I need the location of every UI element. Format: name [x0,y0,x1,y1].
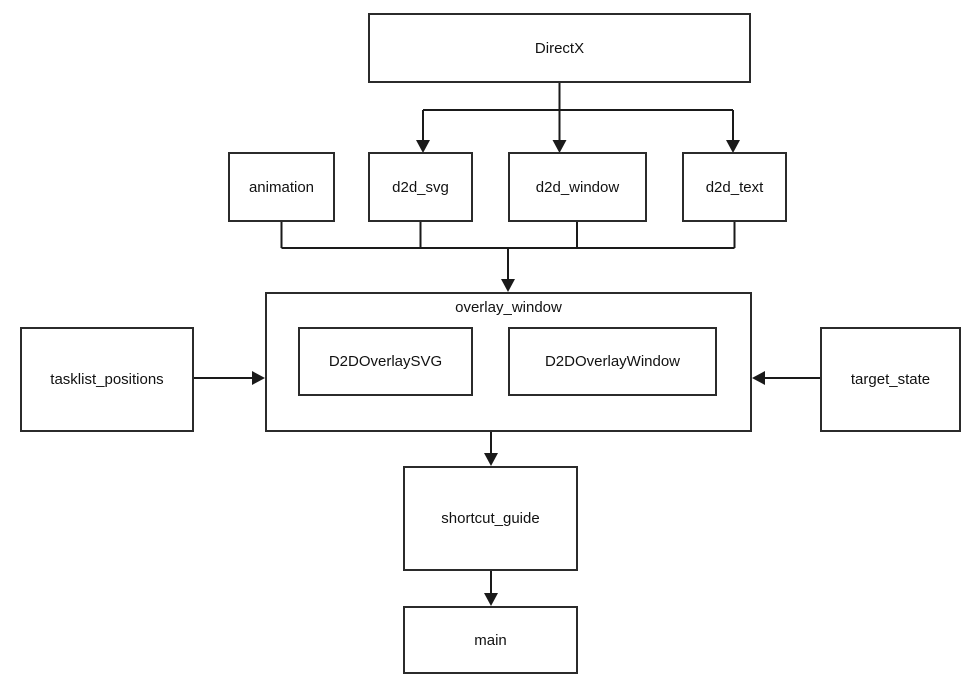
node-directx: DirectX [368,13,751,83]
node-main-label: main [474,631,507,649]
node-d2doverlaysvg: D2DOverlaySVG [298,327,473,396]
arrowhead-to-d2d_window [552,140,567,153]
node-d2d_text-label: d2d_text [705,178,764,196]
node-d2d_window-label: d2d_window [535,178,620,196]
node-d2d_svg: d2d_svg [368,152,473,222]
node-d2doverlaywindow-label: D2DOverlayWindow [544,353,681,370]
arrowhead-to-shortcut_guide [484,453,498,466]
node-overlay_window-label: overlay_window [455,299,562,316]
arrowhead-to-overlay_window [501,279,515,292]
edge-overlay_window-to-shortcut_guide [484,432,498,466]
node-target_state: target_state [820,327,961,432]
node-d2doverlaywindow: D2DOverlayWindow [508,327,717,396]
edge-row2-merge-to-overlay_window [280,222,736,292]
node-target_state-label: target_state [850,371,931,388]
node-shortcut_guide-label: shortcut_guide [441,510,540,527]
arrowhead-to-d2d_svg [416,140,430,153]
node-d2doverlaysvg-label: D2DOverlaySVG [328,353,443,370]
arrowhead-to-d2d_text [726,140,740,153]
edge-tasklist_positions-to-overlay_window [194,371,265,385]
node-tasklist_positions: tasklist_positions [20,327,194,432]
node-animation: animation [228,152,335,222]
node-shortcut_guide: shortcut_guide [403,466,578,571]
node-directx-label: DirectX [534,39,585,57]
edge-shortcut_guide-to-main [484,571,498,606]
arrowhead-to-main [484,593,498,606]
node-d2d_window: d2d_window [508,152,647,222]
node-animation-label: animation [248,178,315,196]
edge-directx-fanout [416,83,740,153]
arrowhead-right [252,371,265,385]
arrowhead-left [752,371,765,385]
node-main: main [403,606,578,674]
node-d2d_svg-label: d2d_svg [392,178,449,196]
edge-target_state-to-overlay_window [752,371,820,385]
node-tasklist_positions-label: tasklist_positions [50,371,164,388]
node-d2d_text: d2d_text [682,152,787,222]
